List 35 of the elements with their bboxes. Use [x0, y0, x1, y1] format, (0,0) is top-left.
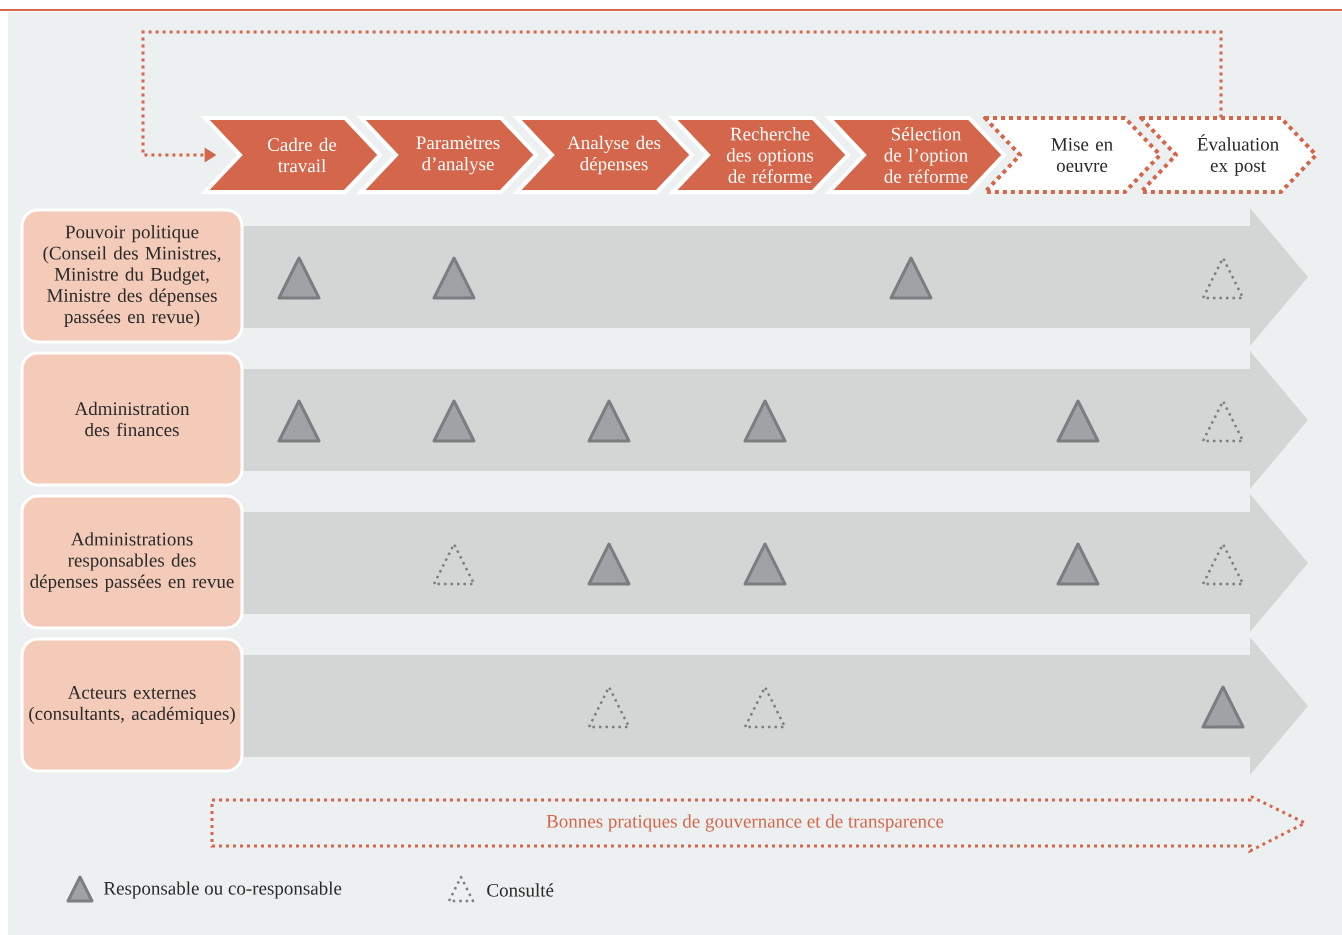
responsible-triangle — [743, 542, 787, 586]
process-step: Recherche des options de réforme — [668, 116, 851, 194]
consulted-triangle — [587, 685, 631, 729]
actor-box: Administrations responsables des dépenses passées en revue — [20, 494, 244, 630]
process-step: Analyse des dépenses — [512, 116, 695, 194]
actor-box: Acteurs externes (consultants, académiques) — [20, 637, 244, 773]
band-arrow — [240, 637, 1308, 775]
responsible-triangle — [743, 399, 787, 443]
responsible-triangle — [1056, 542, 1100, 586]
consulted-triangle — [1201, 256, 1245, 300]
consulted-triangle — [432, 542, 476, 586]
actor-box: Administration des finances — [20, 351, 244, 487]
responsible-triangle — [432, 256, 476, 300]
process-step: Cadre de travail — [200, 116, 383, 194]
consulted-triangle — [1201, 399, 1245, 443]
outlined-step: Évaluation ex post — [1139, 116, 1318, 194]
legend-label: Consulté — [487, 883, 554, 897]
responsible-triangle — [1201, 685, 1245, 729]
band-arrow — [240, 351, 1308, 489]
band-arrow — [240, 494, 1308, 632]
outlined-step: Mise en oeuvre — [983, 116, 1162, 194]
responsible-triangle — [889, 256, 933, 300]
legend-label: Responsable ou co-responsable — [103, 881, 342, 899]
responsible-triangle — [277, 399, 321, 443]
responsible-triangle — [1056, 399, 1100, 443]
responsible-triangle — [432, 399, 476, 443]
actor-box: Pouvoir politique (Conseil des Ministres, Ministre du Budget, Ministre des dépenses passées en revue) — [20, 208, 244, 344]
consulted-triangle — [1201, 542, 1245, 586]
process-step: Paramètres d’analyse — [356, 116, 539, 194]
process-step: Sélection de l’option de réforme — [824, 116, 1007, 194]
responsible-triangle — [277, 256, 321, 300]
responsible-triangle — [587, 542, 631, 586]
band-arrow — [240, 208, 1308, 346]
consulted-triangle — [743, 685, 787, 729]
responsible-triangle — [587, 399, 631, 443]
